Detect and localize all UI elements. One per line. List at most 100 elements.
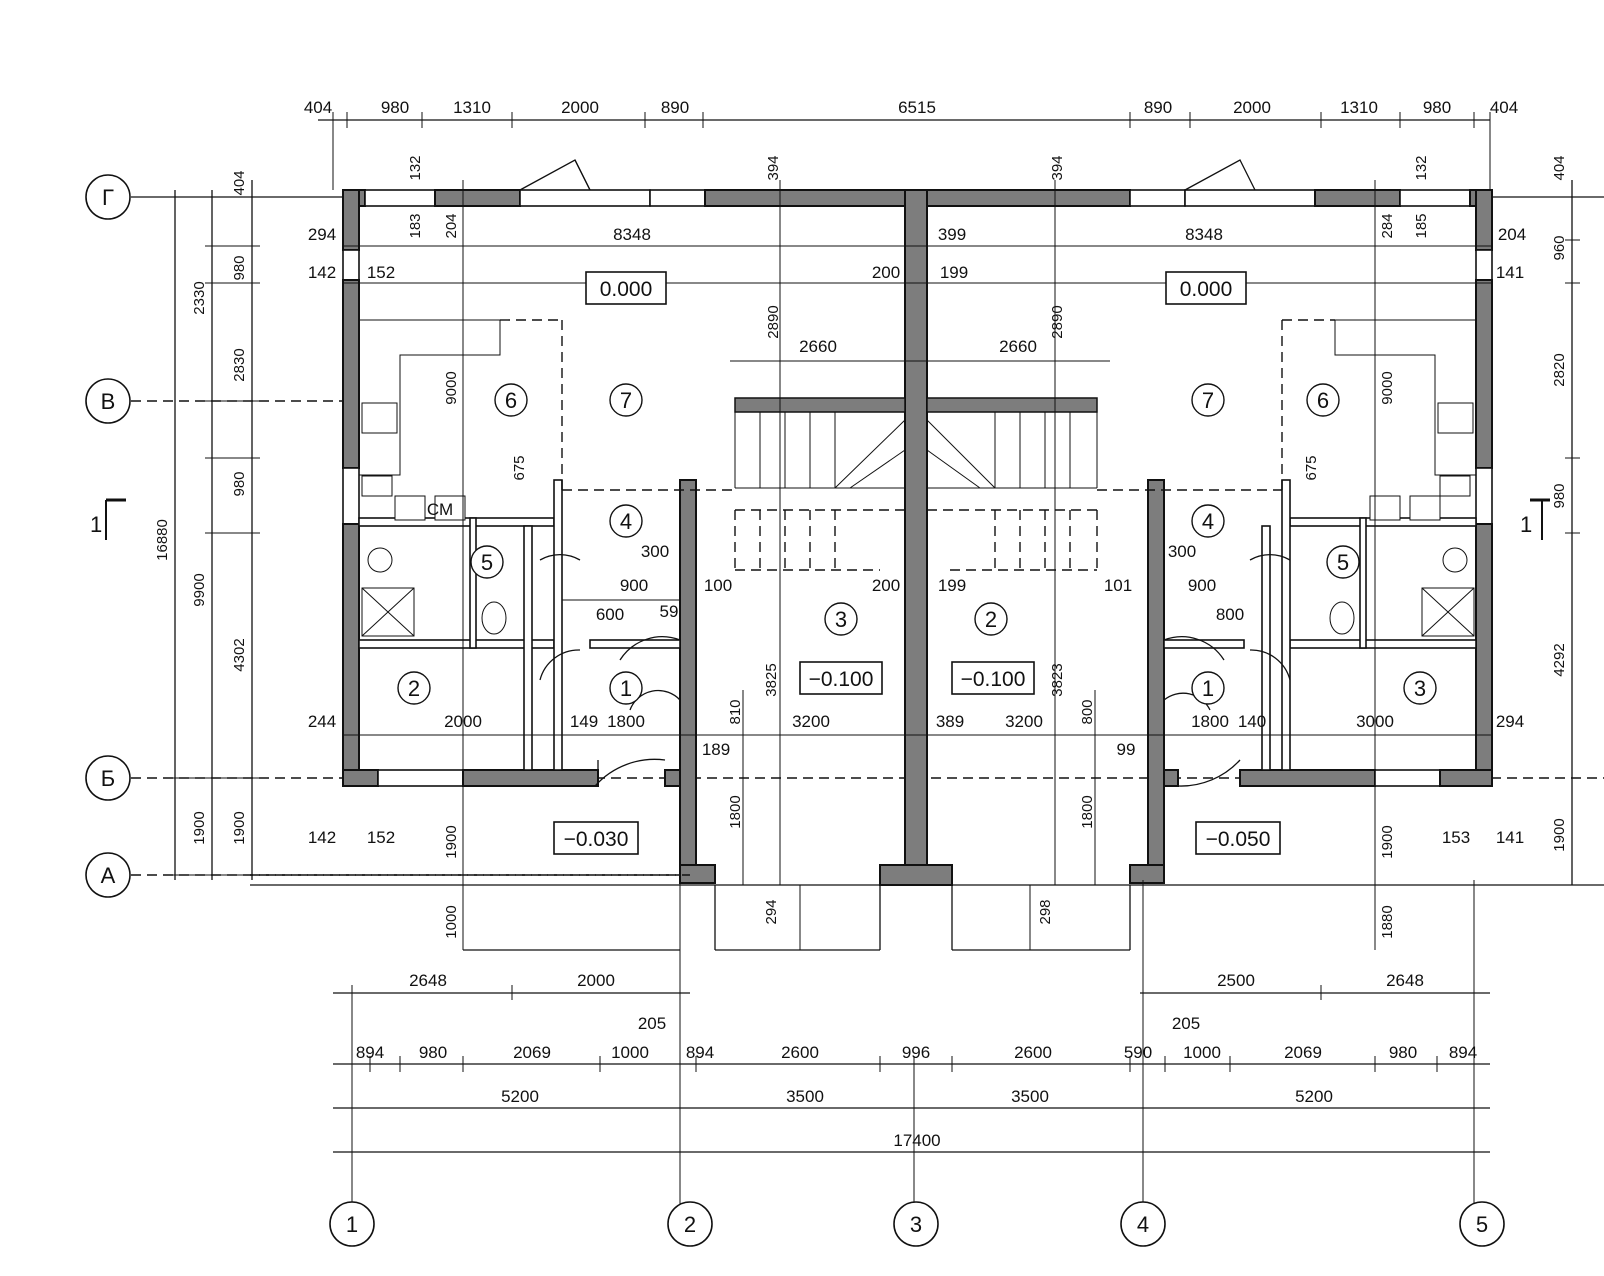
dim-bottom2-894c: 894 — [1449, 1043, 1477, 1062]
bottom-dimension-chains: 2648 2000 2500 2648 205 205 894 980 2069… — [333, 880, 1490, 1215]
level-porch-left: −0.030 — [564, 828, 629, 851]
dim-300-left: 300 — [641, 542, 669, 561]
dim-bottom-205a: 205 — [638, 1014, 666, 1033]
dim-1800-right: 1800 — [1191, 712, 1229, 731]
dim-bottom3-5200b: 5200 — [1295, 1087, 1333, 1106]
vdim-675-right: 675 — [1303, 455, 1320, 480]
dim-left-4302: 4302 — [231, 638, 248, 671]
dim-bottom1-2648a: 2648 — [409, 971, 447, 990]
dim-204: 204 — [1498, 225, 1526, 244]
dim-bottom3-5200a: 5200 — [501, 1087, 539, 1106]
level-porch-right: −0.050 — [1206, 828, 1271, 851]
vdim-394-right: 394 — [1049, 155, 1066, 180]
dim-top-2000b: 2000 — [1233, 98, 1271, 117]
dim-bottom1-2000: 2000 — [577, 971, 615, 990]
dim-142b: 142 — [308, 828, 336, 847]
dim-100: 100 — [704, 576, 732, 595]
vdim-132-left: 132 — [407, 155, 424, 180]
axis-label-5: 5 — [1476, 1212, 1488, 1237]
dim-389: 389 — [936, 712, 964, 731]
section-marker-left: 1 — [90, 498, 126, 540]
dim-left-1900a: 1900 — [231, 811, 248, 844]
dim-right-1900: 1900 — [1551, 818, 1568, 851]
dim-bottom2-980b: 980 — [1389, 1043, 1417, 1062]
room-1-right: 1 — [1202, 676, 1214, 701]
vdim-294: 294 — [763, 899, 780, 924]
dim-800: 800 — [1216, 605, 1244, 624]
axis-label-a: А — [101, 863, 116, 888]
dim-bottom2-590: 590 — [1124, 1043, 1152, 1062]
vdim-1800-right: 1800 — [1079, 795, 1096, 828]
dim-99: 99 — [1117, 740, 1136, 759]
dim-200: 200 — [872, 263, 900, 282]
axis-label-v: В — [101, 389, 116, 414]
dim-bottom2-2600a: 2600 — [781, 1043, 819, 1062]
kitchen-left — [359, 319, 501, 521]
exterior-walls — [342, 189, 1493, 886]
vdim-183: 183 — [407, 213, 424, 238]
dim-left-980a: 980 — [231, 255, 248, 280]
right-dimension-chains: 404 960 2820 980 4292 1900 — [1551, 155, 1580, 885]
dim-399: 399 — [938, 225, 966, 244]
room-3-right: 3 — [1414, 676, 1426, 701]
interior-vertical-dimension-text: 132 132 394 394 183 204 284 185 2890 289… — [407, 155, 1430, 938]
dim-300-right: 300 — [1168, 542, 1196, 561]
dim-top-404b: 404 — [1490, 98, 1518, 117]
dim-152b: 152 — [367, 828, 395, 847]
dim-bottom2-2600b: 2600 — [1014, 1043, 1052, 1062]
section-mark-left-label: 1 — [90, 512, 102, 537]
dim-8348-left: 8348 — [613, 225, 651, 244]
bath-fixtures-right — [1329, 547, 1475, 637]
dim-right-404: 404 — [1551, 155, 1568, 180]
vdim-1900-right: 1900 — [1379, 825, 1396, 858]
dim-2660-right: 2660 — [999, 337, 1037, 356]
room-1-left: 1 — [620, 676, 632, 701]
dim-600: 600 — [596, 605, 624, 624]
dim-294: 294 — [308, 225, 336, 244]
axis-label-3: 3 — [910, 1212, 922, 1237]
interior-dimension-text: 294 8348 399 8348 204 142 152 200 1 99 14… — [308, 225, 1526, 847]
dim-294b: 294 — [1496, 712, 1524, 731]
dim-right-960: 960 — [1551, 235, 1568, 260]
vdim-132-right: 132 — [1413, 155, 1430, 180]
stairs-right — [926, 397, 1098, 571]
room-2-left: 2 — [408, 676, 420, 701]
room-numbers-left: 6 7 4 5 2 1 3 — [397, 383, 858, 705]
dim-bottom3-3500b: 3500 — [1011, 1087, 1049, 1106]
section-marker-right: 1 — [1520, 498, 1550, 540]
dim-244: 244 — [308, 712, 336, 731]
door-swings — [519, 159, 1291, 787]
vertical-axes: 1 2 3 4 5 — [329, 1201, 1505, 1247]
dim-bottom1-2500: 2500 — [1217, 971, 1255, 990]
dim-900-right: 900 — [1188, 576, 1216, 595]
vdim-298: 298 — [1037, 899, 1054, 924]
stairs-left — [734, 397, 906, 571]
level-top-right: 0.000 — [1180, 278, 1233, 301]
dim-900-left: 900 — [620, 576, 648, 595]
vdim-394-left: 394 — [765, 155, 782, 180]
level-marks: 0.000 0.000 −0.100 −0.100 −0.030 −0.050 — [553, 271, 1281, 855]
dim-left-2330: 2330 — [191, 281, 208, 314]
dim-3200-right: 3200 — [1005, 712, 1043, 731]
level-top-left: 0.000 — [600, 278, 653, 301]
dim-top-890b: 890 — [1144, 98, 1172, 117]
vdim-675-left: 675 — [511, 455, 528, 480]
vdim-9000-right: 9000 — [1379, 371, 1396, 404]
room-7-left: 7 — [620, 388, 632, 413]
interior-dimension-lines — [343, 180, 1492, 950]
dim-bottom2-1000a: 1000 — [611, 1043, 649, 1062]
vdim-3823: 3823 — [1049, 663, 1066, 696]
level-hall-left: −0.100 — [809, 668, 874, 691]
dim-8348-right: 8348 — [1185, 225, 1223, 244]
dim-bottom2-980a: 980 — [419, 1043, 447, 1062]
dim-153: 153 — [1442, 828, 1470, 847]
dim-left-404: 404 — [231, 170, 248, 195]
room-6-left: 6 — [505, 388, 517, 413]
dim-2000-interior: 2000 — [444, 712, 482, 731]
dim-141b: 141 — [1496, 828, 1524, 847]
vdim-810: 810 — [727, 699, 744, 724]
dim-bottom2-996: 996 — [902, 1043, 930, 1062]
dim-bottom2-894b: 894 — [686, 1043, 714, 1062]
dim-101: 101 — [1104, 576, 1132, 595]
vdim-2890-left: 2890 — [765, 305, 782, 338]
